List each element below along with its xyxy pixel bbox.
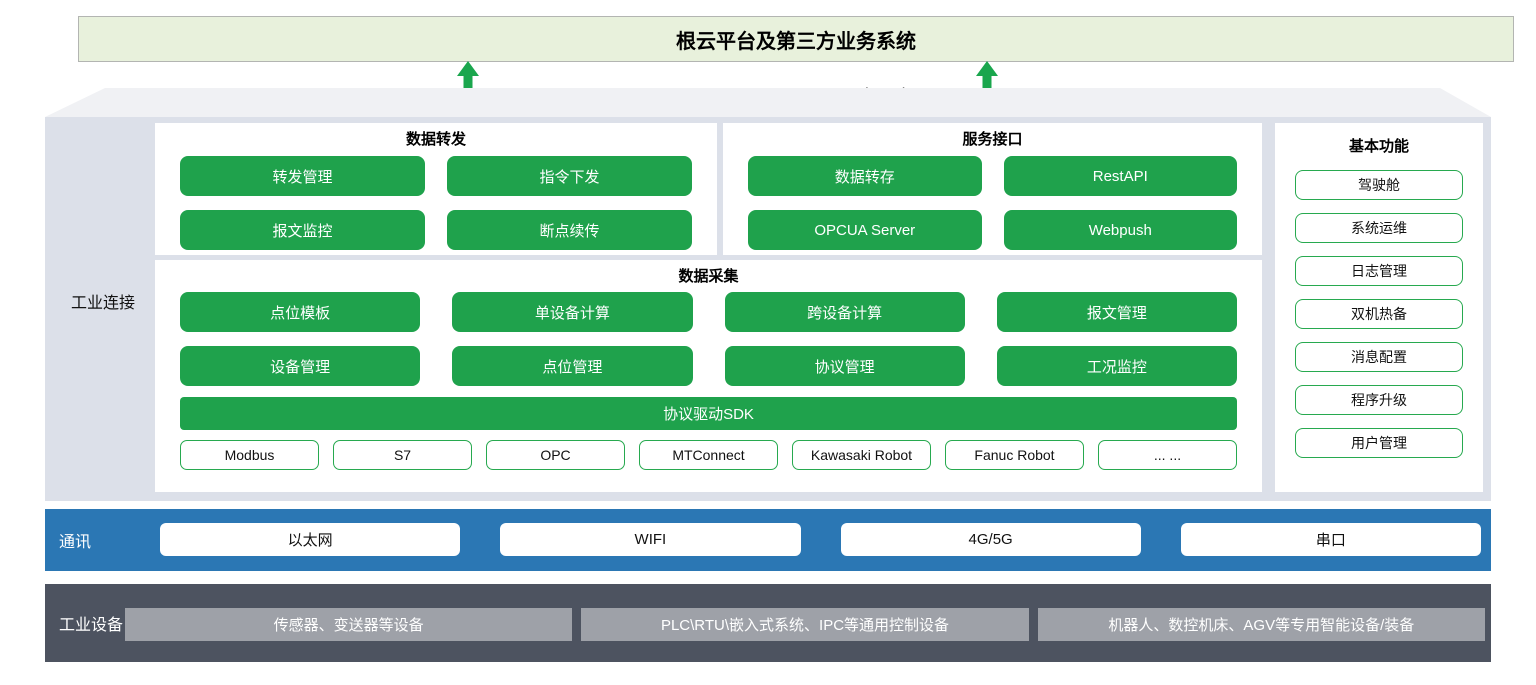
opcua-server-block: OPCUA Server <box>748 210 982 250</box>
basic-functions-list: 驾驶舱 系统运维 日志管理 双机热备 消息配置 程序升级 用户管理 <box>1295 170 1463 458</box>
protocol-modbus: Modbus <box>180 440 319 470</box>
data-forwarding-title: 数据转发 <box>405 131 466 148</box>
slab-top-face <box>45 88 1491 117</box>
message-mgmt-block: 报文管理 <box>996 292 1237 332</box>
communication-label: 通讯 <box>59 534 92 551</box>
platform-banner: 根云平台及第三方业务系统 <box>78 16 1514 62</box>
communication-layer: 通讯 以太网 WIFI 4G/5G 串口 <box>45 509 1491 571</box>
4g5g-box: 4G/5G <box>840 523 1141 556</box>
command-dispatch-block: 指令下发 <box>447 156 692 196</box>
basic-functions-panel: 基本功能 驾驶舱 系统运维 日志管理 双机热备 消息配置 程序升级 用户管理 <box>1275 123 1483 492</box>
log-mgmt-item: 日志管理 <box>1295 256 1463 286</box>
protocol-driver-sdk-bar: 协议驱动SDK <box>180 397 1237 430</box>
point-mgmt-block: 点位管理 <box>452 346 693 386</box>
serial-port-box: 串口 <box>1180 523 1481 556</box>
protocol-mtconnect: MTConnect <box>639 440 778 470</box>
device-mgmt-block: 设备管理 <box>180 346 421 386</box>
basic-functions-title: 基本功能 <box>1348 138 1409 155</box>
communication-boxes: 以太网 WIFI 4G/5G 串口 <box>160 523 1481 556</box>
service-interface-panel: 服务接口 数据转存 RestAPI OPCUA Server Webpush <box>723 123 1262 255</box>
message-config-item: 消息配置 <box>1295 342 1463 372</box>
point-template-block: 点位模板 <box>180 292 421 332</box>
service-interface-grid: 数据转存 RestAPI OPCUA Server Webpush <box>748 156 1237 250</box>
wifi-box: WIFI <box>500 523 801 556</box>
plc-control-device-box: PLC\RTU\嵌入式系统、IPC等通用控制设备 <box>581 608 1029 641</box>
program-upgrade-item: 程序升级 <box>1295 385 1463 415</box>
cross-device-calc-block: 跨设备计算 <box>724 292 965 332</box>
webpush-block: Webpush <box>1003 210 1237 250</box>
industrial-connection-label: 工业连接 <box>70 295 135 312</box>
data-collection-panel: 数据采集 点位模板 单设备计算 跨设备计算 报文管理 设备管理 点位管理 协议管… <box>155 260 1262 492</box>
platform-banner-title: 根云平台及第三方业务系统 <box>676 30 916 53</box>
service-interface-title: 服务接口 <box>962 131 1023 148</box>
system-ops-item: 系统运维 <box>1295 213 1463 243</box>
hot-standby-item: 双机热备 <box>1295 299 1463 329</box>
protocol-opc: OPC <box>486 440 625 470</box>
protocol-fanuc: Fanuc Robot <box>945 440 1084 470</box>
user-mgmt-item: 用户管理 <box>1295 428 1463 458</box>
protocol-s7: S7 <box>333 440 472 470</box>
protocol-more: ... ... <box>1098 440 1237 470</box>
forwarding-mgmt-block: 转发管理 <box>180 156 425 196</box>
robot-smart-device-box: 机器人、数控机床、AGV等专用智能设备/装备 <box>1037 608 1485 641</box>
data-collection-grid: 点位模板 单设备计算 跨设备计算 报文管理 设备管理 点位管理 协议管理 工况监… <box>180 292 1237 386</box>
sensor-device-box: 传感器、变送器等设备 <box>125 608 573 641</box>
industrial-connection-layer: 工业连接 数据转发 转发管理 指令下发 报文监控 断点续传 服务接口 数据转存 … <box>45 117 1491 501</box>
ethernet-box: 以太网 <box>160 523 461 556</box>
message-monitor-block: 报文监控 <box>180 210 425 250</box>
single-device-calc-block: 单设备计算 <box>452 292 693 332</box>
condition-monitor-block: 工况监控 <box>996 346 1237 386</box>
data-forwarding-panel: 数据转发 转发管理 指令下发 报文监控 断点续传 <box>155 123 717 255</box>
resume-transfer-block: 断点续传 <box>447 210 692 250</box>
protocol-row: Modbus S7 OPC MTConnect Kawasaki Robot F… <box>180 440 1237 470</box>
cockpit-item: 驾驶舱 <box>1295 170 1463 200</box>
data-forwarding-grid: 转发管理 指令下发 报文监控 断点续传 <box>180 156 692 250</box>
data-dump-block: 数据转存 <box>748 156 982 196</box>
protocol-mgmt-block: 协议管理 <box>724 346 965 386</box>
industrial-devices-label: 工业设备 <box>59 617 124 634</box>
data-collection-title: 数据采集 <box>678 268 739 285</box>
industrial-devices-boxes: 传感器、变送器等设备 PLC\RTU\嵌入式系统、IPC等通用控制设备 机器人、… <box>125 608 1485 641</box>
restapi-block: RestAPI <box>1003 156 1237 196</box>
industrial-devices-layer: 工业设备 传感器、变送器等设备 PLC\RTU\嵌入式系统、IPC等通用控制设备… <box>45 584 1491 662</box>
protocol-kawasaki: Kawasaki Robot <box>792 440 931 470</box>
